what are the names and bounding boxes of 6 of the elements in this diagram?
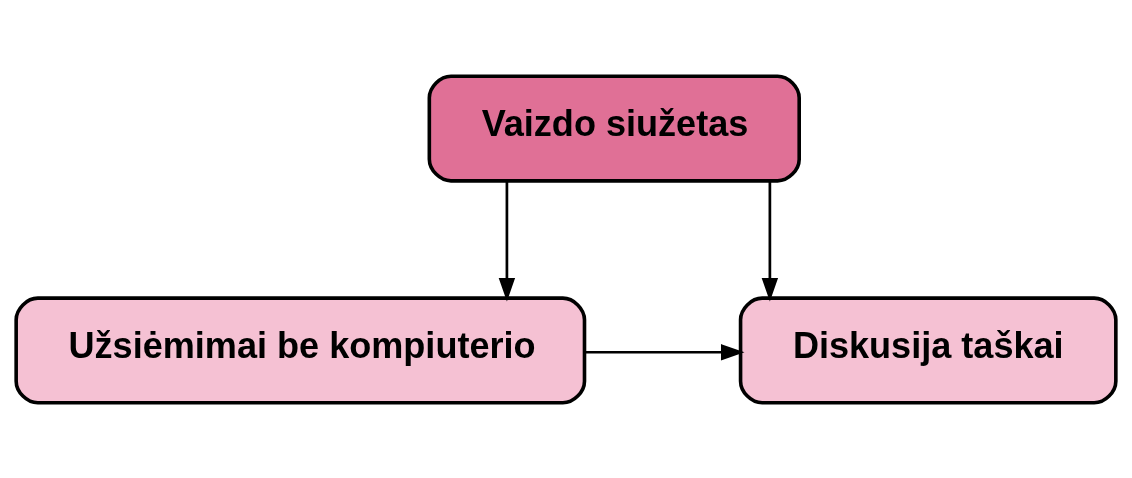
arrow xyxy=(761,180,779,302)
node-box: Vaizdo siužetas xyxy=(427,73,801,183)
node-box: Diskusija taškai xyxy=(738,295,1118,405)
node-box: Užsiėmimai be kompiuterio xyxy=(14,295,587,405)
arrow xyxy=(584,343,745,360)
arrow xyxy=(498,180,516,302)
